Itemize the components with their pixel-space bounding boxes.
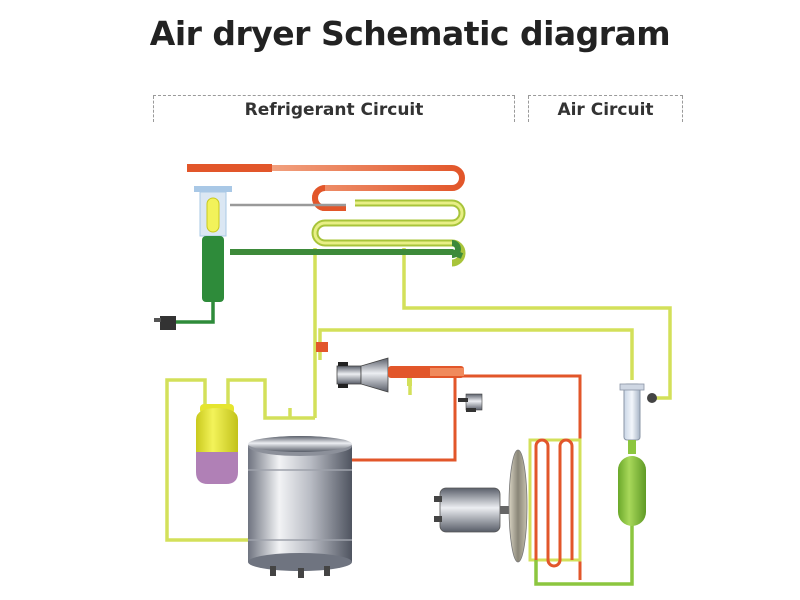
filter-drier <box>154 186 232 330</box>
fan-assembly <box>434 449 528 563</box>
diagram-title: Air dryer Schematic diagram <box>149 14 671 53</box>
drier-valve <box>160 316 176 330</box>
refrigerant-circuit-header: Refrigerant Circuit <box>153 95 515 122</box>
small-solenoid-valve <box>465 393 483 411</box>
air-line-receiver-top <box>226 378 315 420</box>
red-line-compressor-out <box>352 372 457 462</box>
refrigerant-circuit-label: Refrigerant Circuit <box>244 100 424 120</box>
air-line-left-loop <box>165 378 250 542</box>
evaporator <box>528 438 634 586</box>
liquid-line <box>230 249 464 259</box>
receiver-yellow-top <box>196 408 238 452</box>
air-circuit-header: Air Circuit <box>528 95 683 122</box>
air-separator <box>618 383 657 526</box>
expansion-valve-assembly <box>336 357 483 412</box>
evaporator-frame <box>528 438 582 562</box>
fan-motor <box>439 487 501 533</box>
liquid-receiver <box>196 404 238 484</box>
air-circuit-label: Air Circuit <box>557 100 654 120</box>
small-red-valve <box>316 342 328 352</box>
drier-body <box>202 236 224 302</box>
compressor <box>248 436 352 578</box>
drier-cap <box>194 186 232 192</box>
drier-outlet-line <box>176 302 215 324</box>
separator-valve-knob <box>647 393 657 403</box>
water-separator-tank <box>618 456 646 526</box>
separator-tube <box>623 383 641 441</box>
air-line-right-loop <box>402 248 672 400</box>
air-line-evaporator-bottom <box>534 524 634 586</box>
receiver-purple-base <box>196 450 238 484</box>
evaporator-coil <box>534 438 574 568</box>
air-lines <box>165 248 672 542</box>
compressor-body <box>248 446 352 562</box>
hot-gas-bar <box>187 164 272 172</box>
fan-blade-disk <box>508 449 528 563</box>
condenser <box>187 164 466 267</box>
